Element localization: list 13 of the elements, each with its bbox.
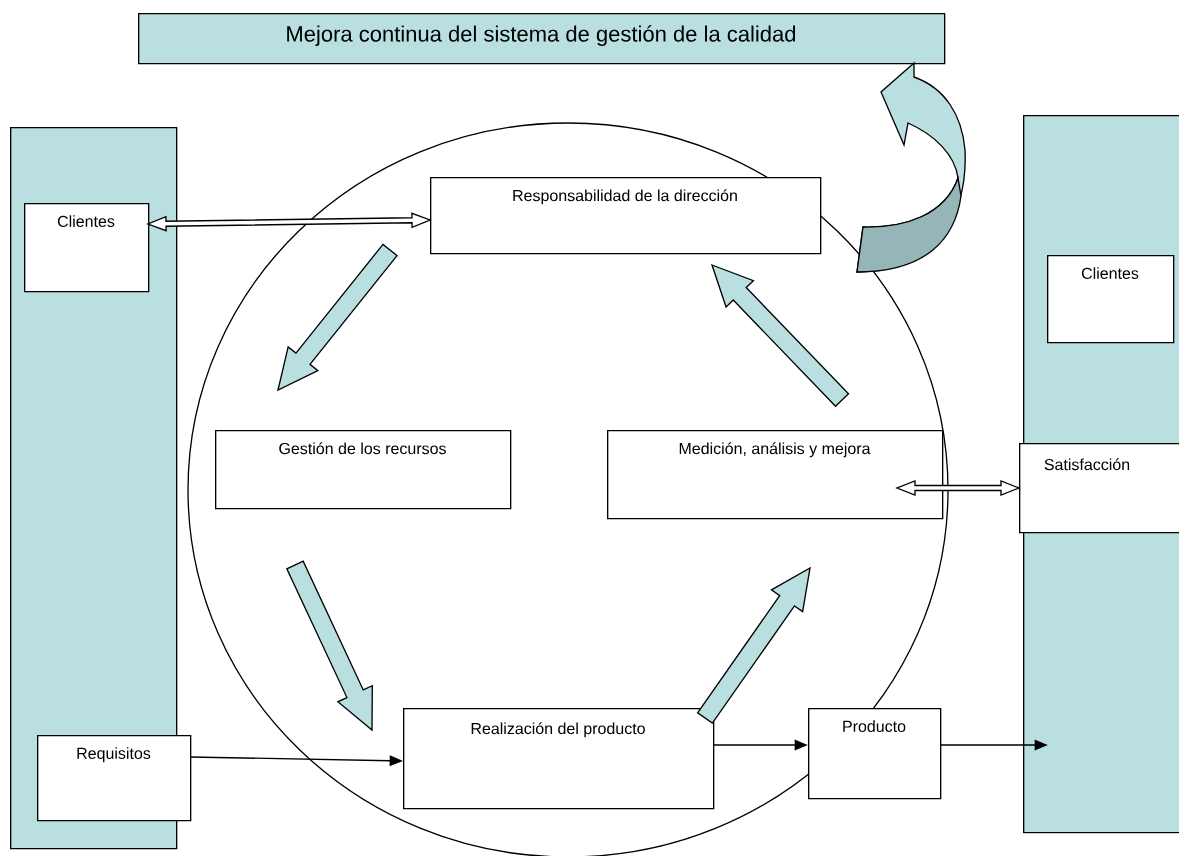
banner-box: Mejora continua del sistema de gestión de la calidad xyxy=(138,13,946,65)
process-box: Gestión de los recursos xyxy=(215,430,512,510)
process-box: Clientes xyxy=(24,203,150,293)
process-box: Requisitos xyxy=(37,735,192,822)
curved-arrow xyxy=(856,62,966,273)
double-arrow xyxy=(895,480,1021,496)
double-arrow xyxy=(146,212,432,232)
process-box: Producto xyxy=(808,708,942,800)
block-arrow xyxy=(710,263,850,408)
process-box: Clientes xyxy=(1047,255,1175,344)
process-box: Realización del producto xyxy=(403,708,715,810)
block-arrow xyxy=(277,243,398,392)
process-box: Medición, análisis y mejora xyxy=(607,430,944,520)
